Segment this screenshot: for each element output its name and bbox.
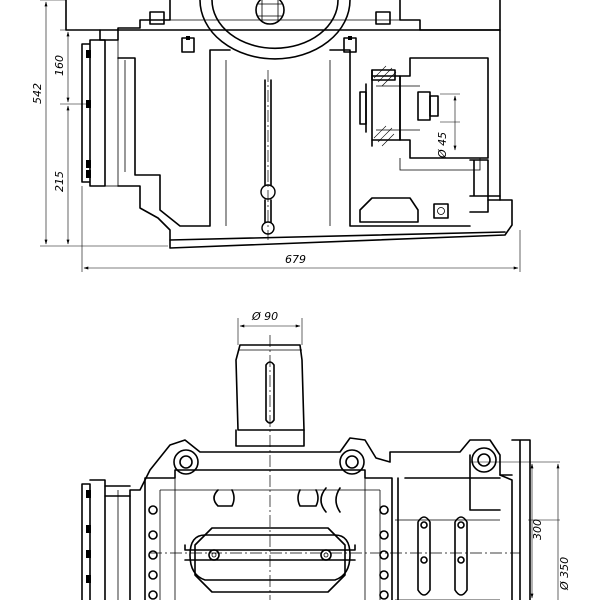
left-flange (81, 39, 106, 187)
flange-bolts (86, 50, 91, 178)
bearing-cover (359, 57, 489, 171)
top-bolt-heads (149, 11, 391, 53)
side-view-dimensions: 542 160 215 679 Ø 45 (31, 0, 521, 272)
plan-view (81, 335, 531, 600)
casing-inner (117, 49, 471, 227)
dim-flange-diameter: Ø 350 (558, 557, 571, 591)
dim-overall-height: 542 (31, 83, 44, 104)
plan-view-dimensions: Ø 90 300 Ø 350 (237, 310, 571, 600)
hatched-section (373, 65, 397, 147)
dim-flange-offset: 300 (531, 519, 544, 540)
level-indicator-rod (260, 70, 276, 240)
wheel-housing (199, 0, 351, 60)
dim-overall-length: 679 (285, 253, 306, 266)
side-bolt-holes (148, 505, 389, 600)
dim-upper-height: 160 (53, 55, 66, 76)
mounting-bosses (173, 447, 497, 475)
gearbox-body-outline (65, 0, 513, 249)
inspection-cover (184, 527, 356, 593)
dim-lower-height: 215 (53, 171, 66, 192)
dim-shaft-diameter: Ø 90 (251, 310, 278, 323)
adjustment-slots (417, 516, 468, 596)
dim-bolt-diameter: Ø 45 (436, 132, 449, 159)
side-elevation-view (65, 0, 513, 249)
output-shaft (235, 335, 305, 600)
spline-shaft-icon (255, 0, 285, 25)
plan-flange-bolts (86, 490, 91, 583)
